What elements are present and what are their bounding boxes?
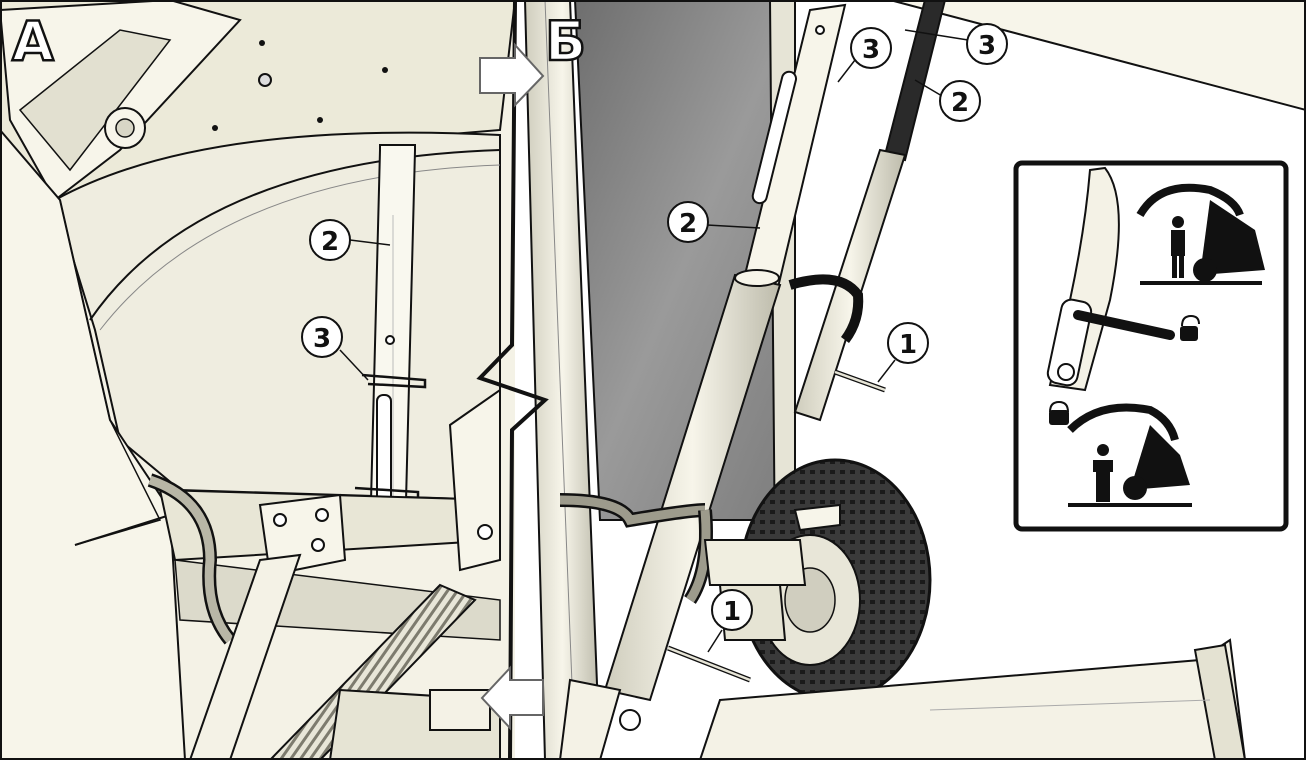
callout-right-1-lower-label: 1 (723, 597, 741, 627)
callout-right-top-3a-label: 3 (862, 35, 880, 65)
tractor-hood-lowered-icon (1067, 403, 1192, 507)
callout-left-2: 2 (309, 219, 391, 261)
callout-left-3-label: 3 (313, 324, 331, 354)
tractor-hood-raised-icon (1136, 183, 1265, 285)
callout-right-top-3a: 3 (837, 27, 892, 83)
callout-left-3: 3 (301, 316, 369, 381)
panel-a (0, 0, 517, 761)
panel-b-letter: Б (545, 10, 586, 73)
inset-pictogram (1013, 160, 1289, 532)
callout-right-1-lower: 1 (707, 589, 753, 653)
callout-right-top-2-label: 2 (951, 88, 969, 118)
callout-right-mid-2: 2 (667, 201, 761, 243)
callout-right-top-3b: 3 (904, 23, 1008, 65)
padlock-locked-icon (1049, 400, 1069, 425)
callout-right-1-upper: 1 (877, 322, 929, 383)
split-line (476, 0, 549, 761)
panel-a-letter: А (12, 10, 54, 73)
padlock-unlocked-icon (1180, 314, 1200, 341)
callout-right-mid-2-label: 2 (679, 209, 697, 239)
arrow-left-icon (480, 665, 544, 731)
callout-right-top-2: 2 (914, 79, 981, 122)
arrow-right-icon (479, 42, 545, 108)
callout-right-1-upper-label: 1 (899, 330, 917, 360)
callout-right-top-3b-label: 3 (978, 31, 996, 61)
callout-left-2-label: 2 (321, 227, 339, 257)
